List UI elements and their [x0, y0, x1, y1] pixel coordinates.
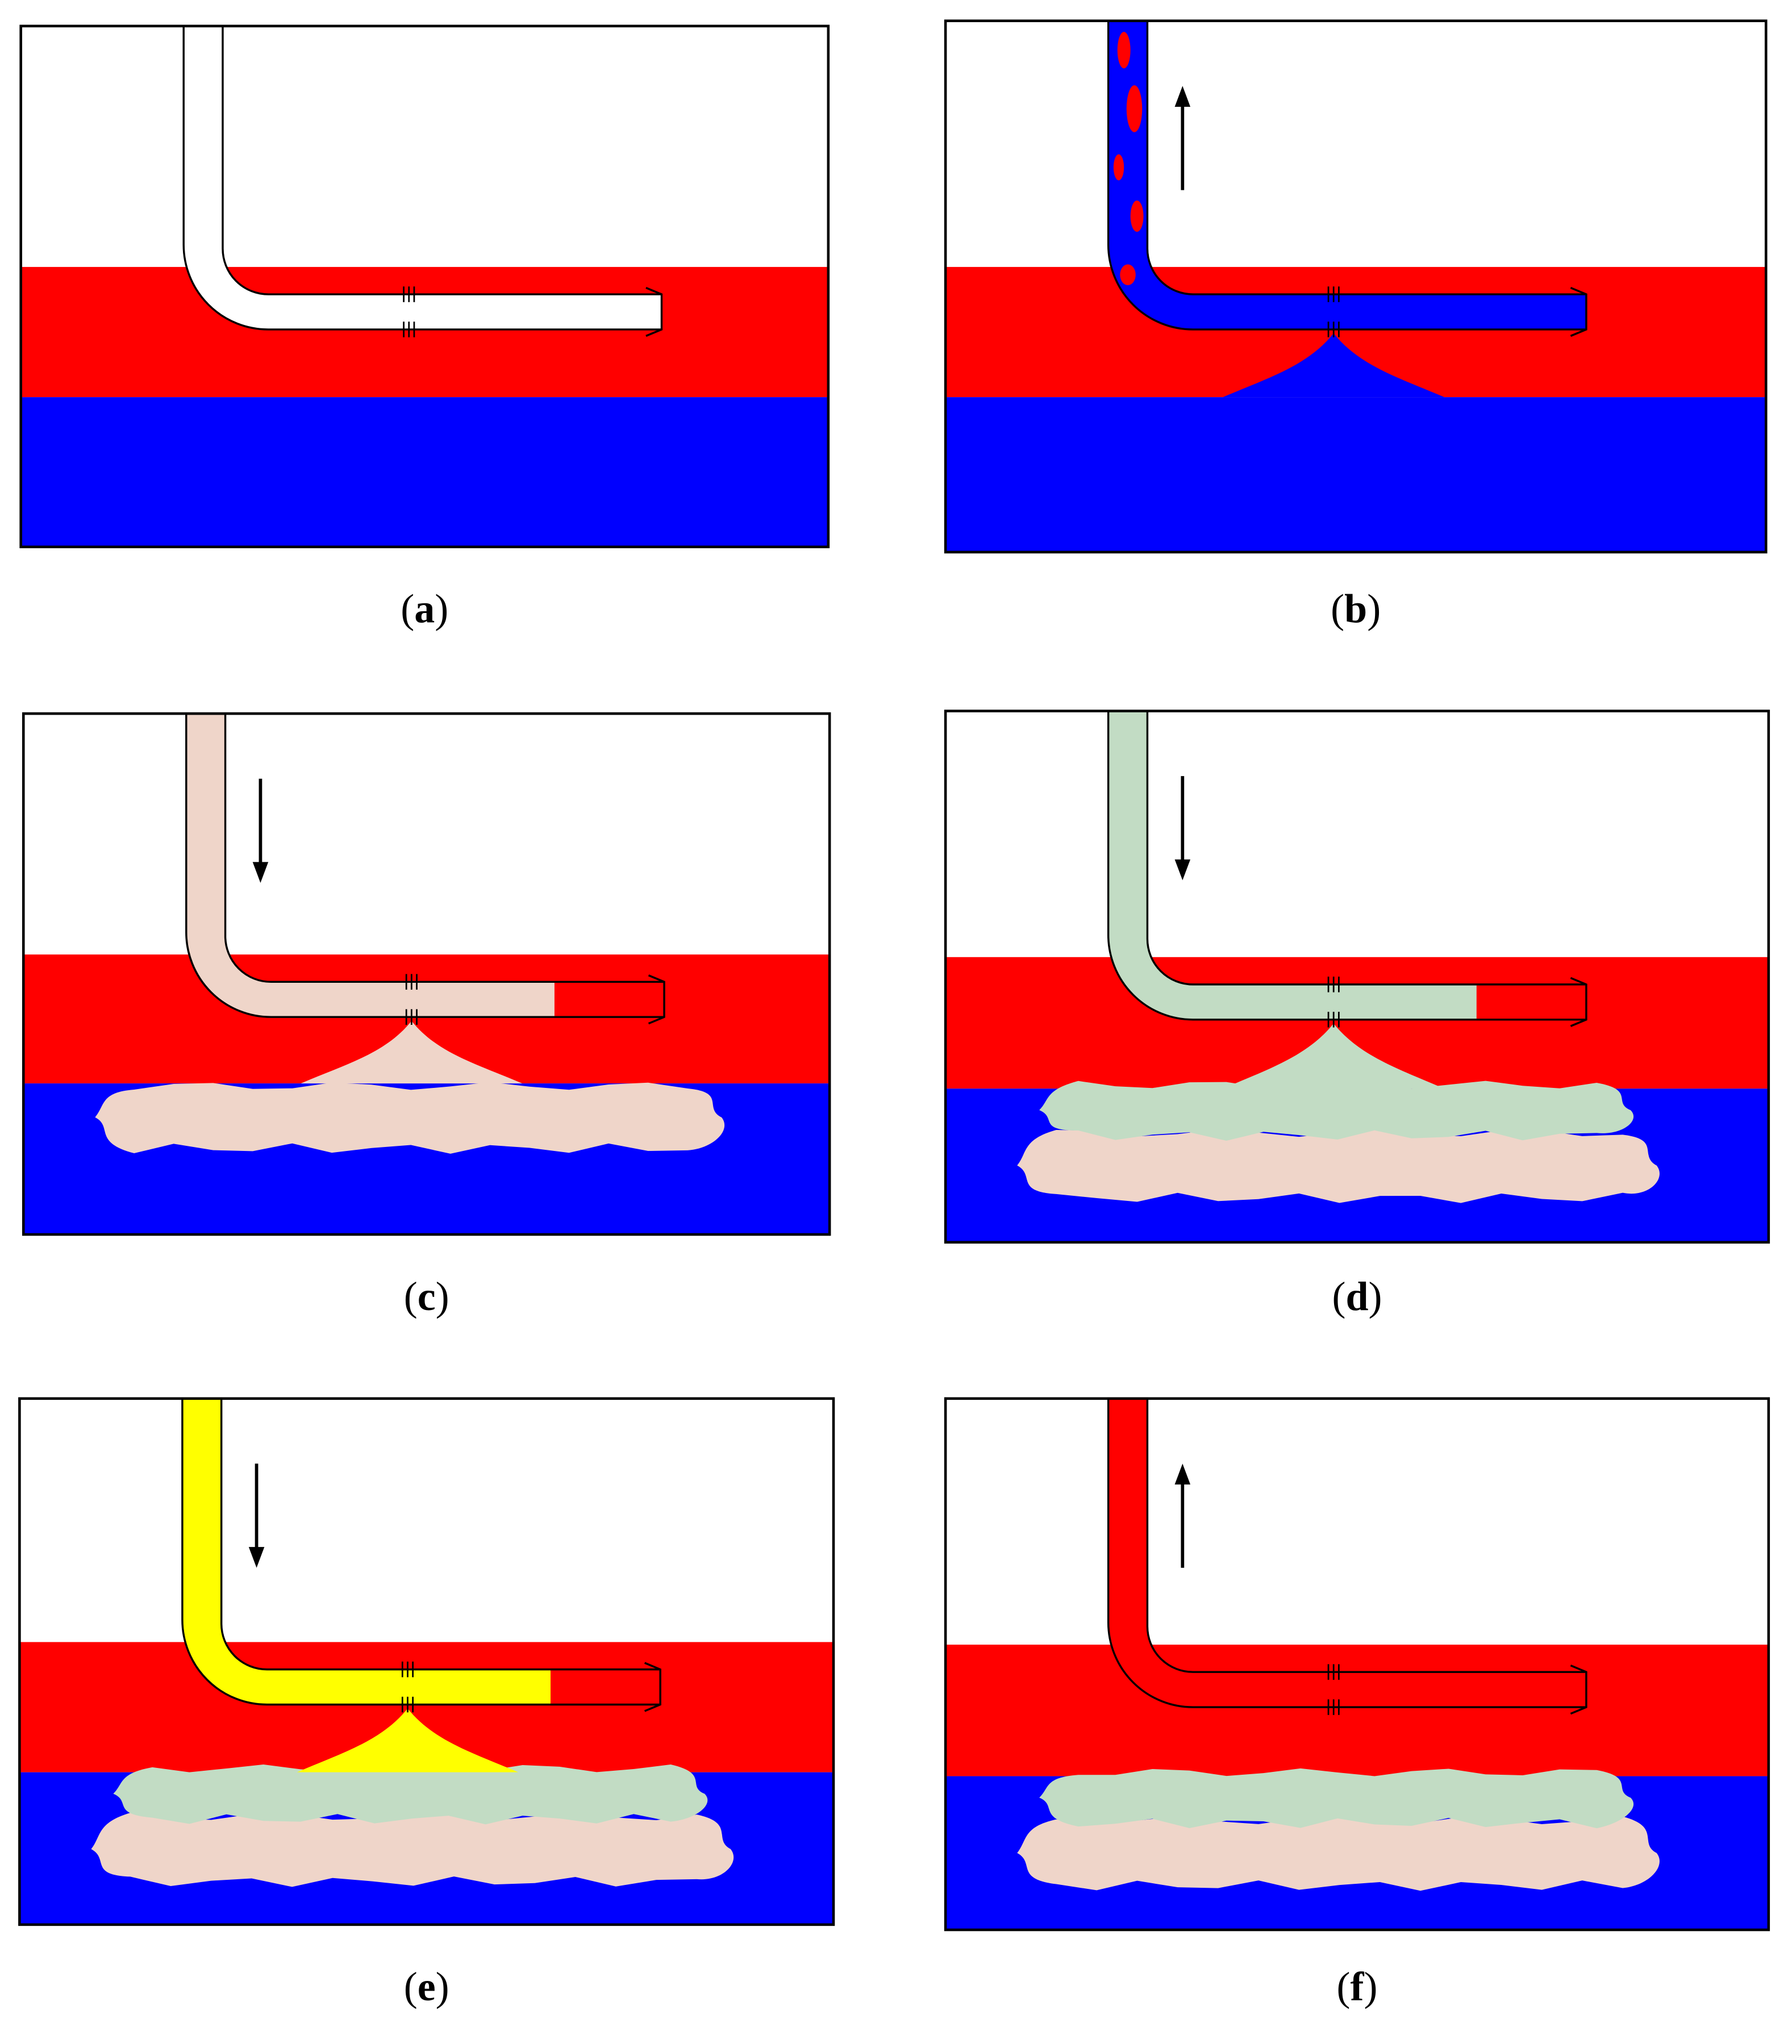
arrow-head [248, 1547, 265, 1568]
oil-droplet [1130, 200, 1144, 232]
panel-frame [19, 24, 830, 549]
wellbore-fluid [182, 1398, 551, 1705]
wellbore-outer-wall [185, 714, 665, 1018]
water-zone-layer [945, 397, 1766, 552]
panel-frame [944, 710, 1770, 1244]
oil-zone-layer [20, 266, 828, 398]
oil-droplet [1120, 264, 1136, 285]
wellbore-fluid [184, 26, 662, 329]
wellbore-fluid [186, 714, 555, 1017]
panel-label: (c) [404, 1274, 449, 1319]
wellbore-inner-wall [222, 26, 662, 295]
panel-d [944, 710, 1770, 1244]
oil-zone-layer [945, 1645, 1769, 1776]
overburden-layer [945, 20, 1766, 267]
water-zone-layer [20, 397, 828, 547]
coning-cone [1223, 333, 1445, 398]
water-slug [1362, 297, 1434, 327]
wellbore-toe [1570, 977, 1587, 1027]
gel-layer-first-slug [1017, 1129, 1660, 1203]
coning-cone [301, 1021, 523, 1084]
wellbore-toe [645, 286, 663, 337]
gel-layer-second-slug [1039, 1081, 1634, 1141]
panel-b [944, 19, 1768, 554]
gel-layer [95, 1082, 725, 1154]
overburden-layer [23, 714, 830, 955]
wellbore-outer-wall [1107, 711, 1586, 1021]
panel-a [19, 24, 830, 549]
gel-layer-first-slug [91, 1812, 734, 1887]
panel-f [944, 1397, 1770, 1932]
coning-cone [297, 1708, 519, 1772]
arrow-head [1174, 86, 1191, 107]
panel-label: (d) [1332, 1274, 1382, 1319]
overburden-layer [945, 1398, 1769, 1645]
overburden-layer [20, 26, 828, 267]
wellbore-fluid [1108, 20, 1586, 329]
panel-frame [18, 1397, 835, 1926]
wellbore-inner-wall [224, 714, 665, 983]
panel-c [22, 712, 831, 1236]
wellbore-inner-wall [1146, 20, 1586, 295]
gel-layer-second-slug [113, 1764, 708, 1825]
wellbore-outer-wall [1107, 20, 1586, 331]
wellbore-toe [644, 1662, 661, 1712]
panel-frame [944, 1397, 1770, 1932]
wellbore-outer-wall [182, 26, 662, 331]
arrow-head [1174, 1463, 1191, 1485]
panel-frame [22, 712, 831, 1236]
wellbore-toe [1570, 286, 1587, 337]
wellbore-outer-wall [1107, 1398, 1586, 1708]
wellbore-outer-wall [181, 1398, 661, 1706]
gel-layer-first-slug [1017, 1816, 1660, 1891]
coning-cone [1223, 1023, 1445, 1089]
wellbore-fluid [1108, 711, 1477, 1020]
panel-frame [944, 19, 1768, 554]
oil-droplet [1113, 154, 1124, 181]
oil-droplet [1117, 32, 1131, 69]
wellbore-fluid [1108, 1398, 1586, 1708]
wellbore-toe [648, 974, 665, 1025]
panel-label: (f) [1336, 1964, 1377, 2009]
panel-e [18, 1397, 835, 1926]
gel-layer-second-slug [1039, 1768, 1634, 1829]
oil-droplet [1126, 85, 1143, 132]
panel-label: (b) [1331, 586, 1381, 632]
arrow-head [252, 862, 269, 883]
panel-label: (e) [404, 1964, 449, 2009]
arrow-head [1174, 859, 1191, 881]
wellbore-inner-wall [1146, 1398, 1586, 1673]
wellbore-inner-wall [1146, 711, 1586, 986]
wellbore-toe [1570, 1665, 1587, 1715]
wellbore-inner-wall [220, 1398, 661, 1671]
overburden-layer [19, 1398, 834, 1642]
overburden-layer [945, 711, 1769, 957]
panel-label: (a) [401, 586, 448, 632]
